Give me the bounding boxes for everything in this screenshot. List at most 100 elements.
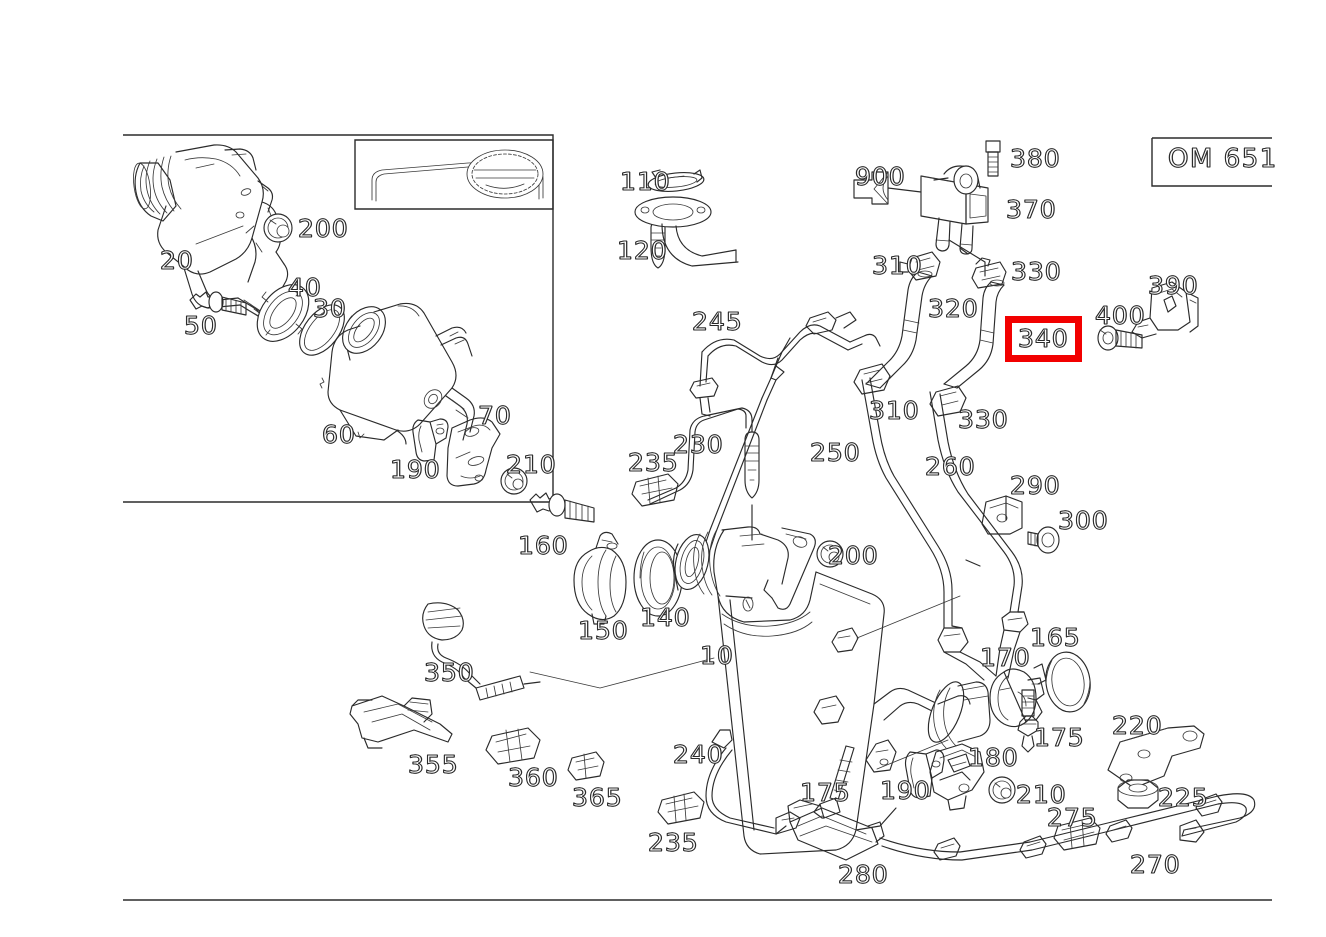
part-380	[985, 140, 1001, 177]
cable-clip-270-b	[1019, 835, 1047, 859]
part-220	[1107, 725, 1205, 789]
callout-210: 210	[506, 450, 557, 479]
callout-70: 70	[478, 401, 512, 430]
callout-365: 365	[572, 783, 623, 812]
part-200-clamp-on-body	[831, 627, 859, 653]
callout-900: 900	[855, 162, 906, 191]
callout-175: 175	[1034, 723, 1085, 752]
part-170	[989, 663, 1047, 728]
callout-290: 290	[1010, 471, 1061, 500]
callout-330: 330	[1011, 257, 1062, 286]
part-175-left	[813, 745, 855, 819]
part-365	[567, 751, 605, 781]
callout-190: 190	[880, 776, 931, 805]
callout-350: 350	[424, 658, 475, 687]
cable-clip-270-a	[1105, 819, 1133, 843]
callout-355: 355	[408, 750, 459, 779]
callout-280: 280	[838, 860, 889, 889]
inset-exploded-assembly	[133, 144, 528, 495]
part-290	[981, 495, 1023, 535]
part-900	[853, 171, 889, 205]
callout-165: 165	[1030, 623, 1081, 652]
part-235-upper	[631, 473, 679, 507]
inset-part-200	[263, 213, 293, 243]
part-260	[929, 391, 1029, 679]
part-165	[1045, 651, 1091, 713]
inset-part-60	[319, 302, 475, 445]
callout-310: 310	[869, 396, 920, 425]
part-275	[1053, 817, 1101, 851]
callout-110: 110	[620, 167, 671, 196]
callout-10: 10	[700, 641, 734, 670]
callout-30: 30	[313, 294, 347, 323]
part-280	[787, 799, 885, 861]
part-180	[929, 743, 985, 811]
callout-245: 245	[692, 307, 743, 336]
engine-code-box	[1151, 137, 1272, 187]
callout-330: 330	[958, 405, 1009, 434]
callout-200: 200	[828, 541, 879, 570]
callout-120: 120	[617, 236, 668, 265]
inset-part-70	[446, 417, 501, 487]
inset-frame	[123, 134, 554, 503]
callout-270: 270	[1130, 850, 1181, 879]
part-175-right	[1017, 689, 1039, 753]
inset-part-190	[412, 418, 449, 462]
inset-part-210	[500, 467, 528, 495]
part-310-lower	[853, 363, 891, 395]
part-245	[689, 311, 881, 417]
callout-230: 230	[673, 430, 724, 459]
callout-175: 175	[800, 778, 851, 807]
callout-60: 60	[322, 420, 356, 449]
harness-clip-b	[805, 311, 857, 335]
part-320	[865, 270, 933, 389]
callout-40: 40	[288, 273, 322, 302]
callout-370: 370	[1006, 195, 1057, 224]
part-190-main	[904, 749, 945, 799]
cable-clip-270-c	[933, 837, 961, 861]
callout-225: 225	[1158, 783, 1209, 812]
part-110	[647, 169, 705, 192]
callout-390: 390	[1148, 271, 1199, 300]
callout-240: 240	[673, 740, 724, 769]
callout-20: 20	[160, 246, 194, 275]
part-10	[529, 526, 991, 855]
callout-170: 170	[980, 643, 1031, 672]
callout-150: 150	[578, 616, 629, 645]
callout-220: 220	[1112, 711, 1163, 740]
part-360	[485, 727, 541, 765]
callout-140: 140	[640, 603, 691, 632]
part-300	[1027, 526, 1060, 554]
callout-210: 210	[1016, 780, 1067, 809]
part-140	[633, 539, 683, 617]
callout-235: 235	[648, 828, 699, 857]
callout-235: 235	[628, 448, 679, 477]
callout-380: 380	[1010, 144, 1061, 173]
part-310-upper	[899, 251, 941, 281]
callout-50: 50	[184, 311, 218, 340]
inset-sub-part-sketch	[371, 149, 544, 202]
part-235-lower	[657, 791, 705, 825]
part-330-lower	[929, 385, 967, 417]
part-370	[887, 165, 989, 277]
callout-250: 250	[810, 438, 861, 467]
callout-260: 260	[925, 452, 976, 481]
callout-180: 180	[968, 743, 1019, 772]
callout-320: 320	[928, 294, 979, 323]
part-250	[861, 377, 997, 681]
callout-160: 160	[518, 531, 569, 560]
callout-200: 200	[298, 214, 349, 243]
callout-310: 310	[872, 251, 923, 280]
callout-300: 300	[1058, 506, 1109, 535]
engine-code-label: OM 651	[1168, 144, 1278, 174]
callout-340-highlighted: 340	[1012, 323, 1075, 355]
cable-clip-270-d	[1195, 793, 1223, 817]
part-200-main	[816, 540, 844, 568]
part-355	[349, 695, 453, 749]
part-350	[422, 602, 541, 701]
callout-275: 275	[1047, 803, 1098, 832]
cable-end-270	[1179, 819, 1205, 843]
part-150	[573, 531, 627, 625]
